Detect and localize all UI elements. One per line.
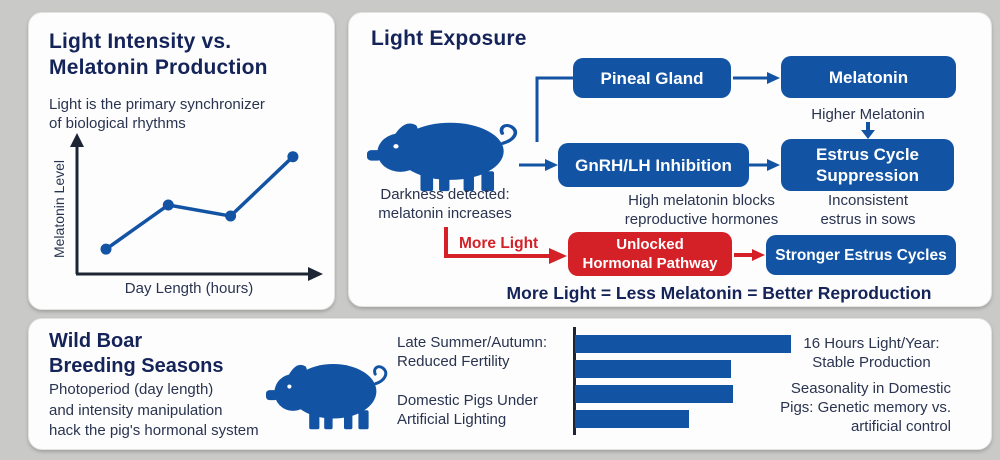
bar-label-right-1: 16 Hours Light/Year: Stable Production: [789, 334, 954, 372]
pineal-gland-box: Pineal Gland: [573, 58, 731, 98]
unlocked-box-line1: Unlocked: [616, 236, 684, 253]
bar-label-left-2-line1: Domestic Pigs Under: [397, 392, 538, 409]
estrus-caption-line1: Inconsistent: [827, 192, 909, 209]
bar-label-left-2: Domestic Pigs Under Artificial Lighting: [397, 391, 538, 429]
unlocked-pathway-box: Unlocked Hormonal Pathway: [568, 232, 732, 276]
panel-a-title: Light Intensity vs. Melatonin Production: [49, 29, 268, 81]
bar-label-right-2-line2: Pigs: Genetic memory vs.: [780, 399, 951, 416]
data-point: [225, 210, 237, 222]
melatonin-box: Melatonin: [781, 56, 956, 98]
panel-a-subtitle: Light is the primary synchronizer of bio…: [49, 95, 265, 133]
estrus-suppression-box: Estrus Cycle Suppression: [781, 139, 954, 191]
arrow-unlocked-to-stronger-icon: [734, 249, 765, 261]
bar: [575, 385, 733, 403]
melatonin-series-line: [104, 155, 295, 251]
more-light-label: More Light: [459, 235, 539, 252]
panel-a-title-line2: Melatonin Production: [49, 56, 268, 79]
data-point: [100, 243, 112, 255]
arrow-pig-to-gnrh-icon: [519, 159, 558, 171]
estrus-box-line1: Estrus Cycle: [816, 145, 919, 164]
arrow-gnrh-to-estrus-icon: [749, 159, 780, 171]
panel-b-title: Light Exposure: [371, 27, 527, 50]
panel-a-title-line1: Light Intensity vs.: [49, 30, 232, 53]
gnrh-caption-line2: reproductive hormones: [624, 211, 779, 228]
breeding-bars: [575, 335, 791, 435]
y-axis-arrowhead-icon: [70, 133, 84, 147]
arrow-more-light-elbow-icon: [444, 227, 567, 264]
panel-c-subtitle-line3: hack the pig's hormonal system: [49, 422, 259, 439]
estrus-caption: Inconsistent estrus in sows: [788, 191, 948, 229]
panel-light-exposure: Light Exposure Darkness detected: melato…: [348, 12, 992, 307]
bar-label-right-1-line2: Stable Production: [812, 354, 931, 371]
panel-c-subtitle-line1: Photoperiod (day length): [49, 381, 214, 398]
panel-breeding-seasons: Wild Boar Breeding Seasons Photoperiod (…: [28, 318, 992, 450]
bar: [575, 410, 690, 428]
bar-label-left-1: Late Summer/Autumn: Reduced Fertility: [397, 333, 547, 371]
panel-c-title: Wild Boar Breeding Seasons: [49, 329, 224, 379]
x-axis-arrowhead-icon: [308, 267, 323, 281]
gnrh-inhibition-box: GnRH/LH Inhibition: [558, 143, 749, 187]
bar-label-right-2-line3: artificial control: [850, 418, 951, 435]
bar-label-left-1-line1: Late Summer/Autumn:: [397, 334, 548, 351]
unlocked-box-line2: Hormonal Pathway: [582, 255, 718, 272]
connector-pig-to-pineal: [535, 76, 577, 142]
gnrh-caption-line1: High melatonin blocks: [628, 192, 775, 209]
panel-c-title-line2: Breeding Seasons: [49, 355, 224, 377]
panel-melatonin-chart: Light Intensity vs. Melatonin Production…: [28, 12, 335, 310]
panel-c-title-line1: Wild Boar: [49, 330, 143, 352]
panel-c-subtitle-line2: and intensity manipulation: [49, 401, 223, 419]
panel-a-subtitle-line2: of biological rhythms: [49, 115, 186, 132]
estrus-caption-line2: estrus in sows: [820, 211, 916, 228]
pig-caption: Darkness detected: melatonin increases: [355, 185, 535, 223]
conclusion-text: More Light = Less Melatonin = Better Rep…: [506, 283, 932, 303]
bar-chart-axis: [573, 327, 576, 435]
estrus-box-line2: Suppression: [816, 166, 919, 185]
bar: [575, 335, 791, 353]
panel-a-subtitle-line1: Light is the primary synchronizer: [49, 96, 265, 113]
stronger-estrus-box: Stronger Estrus Cycles: [766, 235, 956, 275]
arrow-higher-melatonin-down-icon: [861, 122, 875, 139]
gnrh-caption: High melatonin blocks reproductive hormo…: [599, 191, 804, 229]
bar-label-right-2: Seasonality in Domestic Pigs: Genetic me…: [729, 379, 951, 436]
pig-caption-line2: melatonin increases: [378, 205, 512, 222]
bar-label-left-1-line2: Reduced Fertility: [397, 353, 510, 370]
bar: [575, 360, 731, 378]
bar-label-right-2-line1: Seasonality in Domestic: [790, 380, 951, 397]
bar-label-left-2-line2: Artificial Lighting: [397, 411, 507, 428]
data-point: [162, 199, 174, 211]
pig-icon: [367, 122, 518, 192]
panel-c-subtitle: Photoperiod (day length) and intensity m…: [49, 380, 259, 442]
arrow-pineal-to-melatonin-icon: [733, 72, 780, 84]
data-point: [287, 151, 299, 163]
higher-melatonin-label: Higher Melatonin: [811, 106, 925, 123]
pig-caption-line1: Darkness detected:: [380, 186, 510, 203]
pig-icon: [266, 364, 388, 430]
bar-label-right-1-line1: 16 Hours Light/Year:: [803, 335, 940, 352]
x-axis-label: Day Length (hours): [124, 280, 254, 297]
melatonin-line: [70, 133, 323, 281]
